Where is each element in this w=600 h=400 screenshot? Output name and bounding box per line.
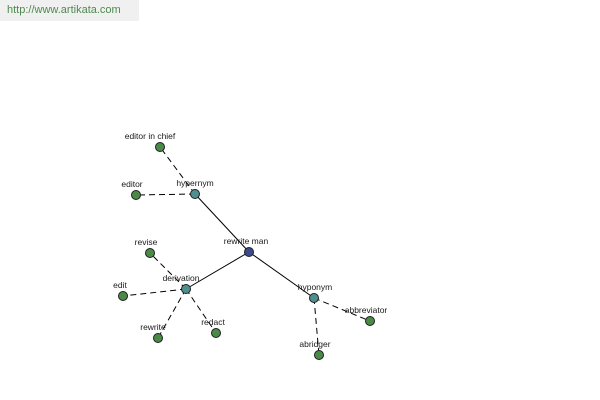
- url-banner: http://www.artikata.com: [0, 0, 139, 21]
- node-abbreviator-label[interactable]: abbreviator: [345, 305, 388, 315]
- node-redact[interactable]: redact: [201, 317, 225, 338]
- node-derivation[interactable]: derivation: [163, 273, 200, 294]
- node-abridger-label[interactable]: abridger: [299, 339, 330, 349]
- node-editor-circle[interactable]: [131, 190, 141, 200]
- node-editor-in-chief-circle[interactable]: [155, 142, 165, 152]
- node-hypernym[interactable]: hypernym: [176, 178, 214, 199]
- node-abridger-circle[interactable]: [314, 350, 324, 360]
- node-hyponym-circle[interactable]: [309, 293, 319, 303]
- edges-layer: [122, 146, 371, 356]
- node-revise-label[interactable]: revise: [135, 237, 158, 247]
- edge-hypernym-editor: [135, 193, 196, 196]
- nodes-layer: rewrite man hypernym derivation hyponym …: [113, 131, 387, 360]
- node-rewrite-circle[interactable]: [153, 333, 163, 343]
- node-revise-circle[interactable]: [145, 248, 155, 258]
- node-editor-in-chief[interactable]: editor in chief: [125, 131, 176, 152]
- node-hypernym-label[interactable]: hypernym: [176, 178, 213, 188]
- node-edit-circle[interactable]: [118, 291, 128, 301]
- node-redact-circle[interactable]: [211, 328, 221, 338]
- node-hyponym-label[interactable]: hyponym: [298, 282, 333, 292]
- node-editor-in-chief-label[interactable]: editor in chief: [125, 131, 176, 141]
- node-rewrite-man[interactable]: rewrite man: [224, 236, 269, 257]
- edge-rewrite-man-hypernym: [194, 193, 250, 253]
- edge-derivation-edit: [122, 288, 187, 297]
- node-abridger[interactable]: abridger: [299, 339, 331, 360]
- node-rewrite-man-label[interactable]: rewrite man: [224, 236, 269, 246]
- node-redact-label[interactable]: redact: [201, 317, 225, 327]
- edge-derivation-revise: [149, 252, 187, 290]
- node-revise[interactable]: revise: [135, 237, 158, 258]
- node-hypernym-circle[interactable]: [190, 189, 200, 199]
- edge-derivation-redact: [185, 288, 217, 334]
- node-derivation-circle[interactable]: [181, 284, 191, 294]
- node-editor-label[interactable]: editor: [121, 179, 142, 189]
- node-edit[interactable]: edit: [113, 280, 128, 301]
- edge-rewrite-man-hyponym: [248, 251, 315, 299]
- edge-rewrite-man-derivation: [185, 251, 250, 290]
- node-rewrite[interactable]: rewrite: [140, 322, 166, 343]
- node-rewrite-man-circle[interactable]: [244, 247, 254, 257]
- node-edit-label[interactable]: edit: [113, 280, 127, 290]
- node-hyponym[interactable]: hyponym: [298, 282, 333, 303]
- node-editor[interactable]: editor: [121, 179, 143, 200]
- node-abbreviator-circle[interactable]: [365, 316, 375, 326]
- edge-hyponym-abbreviator: [313, 297, 371, 322]
- node-rewrite-label[interactable]: rewrite: [140, 322, 166, 332]
- node-derivation-label[interactable]: derivation: [163, 273, 200, 283]
- artikata-url-link[interactable]: http://www.artikata.com: [7, 4, 121, 16]
- node-abbreviator[interactable]: abbreviator: [345, 305, 388, 326]
